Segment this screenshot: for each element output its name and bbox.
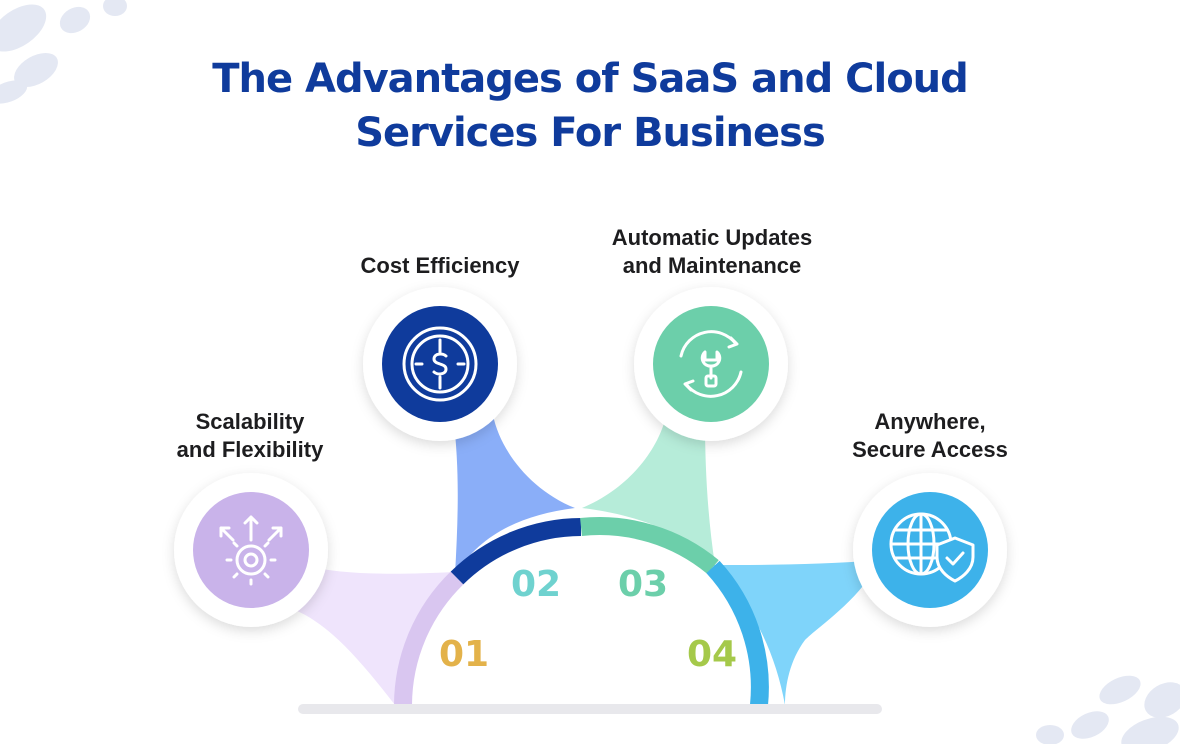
step-label-02: Cost Efficiency xyxy=(330,252,550,280)
arc-segment-02 xyxy=(450,518,582,585)
step-label-03-line2: and Maintenance xyxy=(622,253,802,278)
step-number-02: 02 xyxy=(511,564,561,605)
funnel-04 xyxy=(712,560,880,705)
decorative-blobs-bottom-right xyxy=(1036,675,1180,744)
gear-arrows-icon xyxy=(219,515,283,586)
funnel-02 xyxy=(453,415,575,575)
step-label-04: Anywhere, Secure Access xyxy=(820,408,1040,464)
title-line-1: The Advantages of SaaS and Cloud xyxy=(212,56,969,102)
funnel-01 xyxy=(295,565,455,705)
refresh-wrench-icon xyxy=(679,330,743,398)
decorative-blobs-top-left xyxy=(0,0,127,104)
step-number-03: 03 xyxy=(618,564,668,605)
base-line xyxy=(298,704,882,714)
arc-segment-04 xyxy=(706,560,769,706)
title-line-2: Services For Business xyxy=(355,110,826,156)
step-label-04-line1: Anywhere, xyxy=(874,409,986,434)
step-label-01-line1: Scalability xyxy=(195,409,305,434)
arc-segment-01 xyxy=(394,571,464,706)
funnel-03 xyxy=(582,420,715,565)
step-label-02-line1: Cost Efficiency xyxy=(360,253,520,278)
step-label-04-line2: Secure Access xyxy=(852,437,1008,462)
step-circle-03 xyxy=(634,287,788,441)
stopwatch-dollar-icon xyxy=(402,326,478,402)
page-title: The Advantages of SaaS and Cloud Service… xyxy=(0,52,1180,160)
step-label-03: Automatic Updates and Maintenance xyxy=(582,224,842,280)
step-label-01: Scalability and Flexibility xyxy=(150,408,350,464)
step-number-01: 01 xyxy=(439,634,489,675)
globe-shield-icon xyxy=(889,512,975,583)
arc-segment-03 xyxy=(580,517,719,575)
step-number-04: 04 xyxy=(687,634,737,675)
step-label-03-line1: Automatic Updates xyxy=(611,225,813,250)
step-label-01-line2: and Flexibility xyxy=(176,437,324,462)
step-circle-02 xyxy=(363,287,517,441)
step-circle-01 xyxy=(174,473,328,627)
step-circle-04 xyxy=(853,473,1007,627)
